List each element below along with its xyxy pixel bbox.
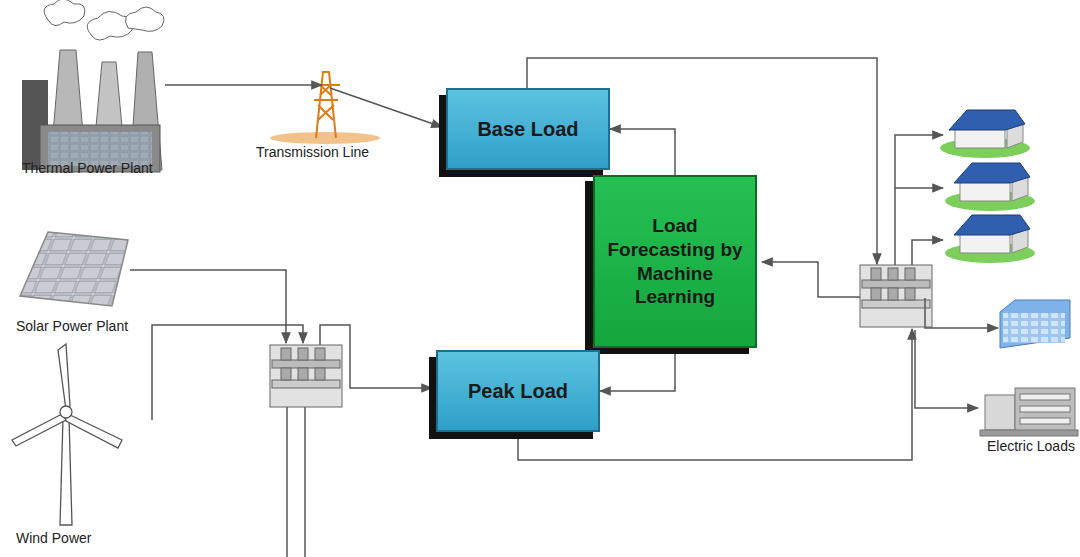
- forecast-connector: [610, 129, 675, 175]
- peak-load-box: Peak Load: [436, 350, 600, 432]
- left-busbar: [270, 345, 342, 407]
- forecast-connector: [600, 348, 675, 391]
- node-text: Base Load: [477, 117, 578, 142]
- node-text: Load Forecasting by Machine Learning: [605, 214, 745, 309]
- plant-label: Thermal Power Plant: [22, 160, 153, 176]
- tower-label: Transmission Line: [256, 144, 369, 160]
- base-load-box: Base Load: [446, 88, 610, 170]
- thermal-plant: [22, 0, 164, 172]
- loads-label: Electric Loads: [987, 438, 1075, 454]
- node-text: Peak Load: [468, 379, 568, 404]
- electric-machine: [980, 388, 1078, 436]
- right-busbar: [860, 265, 932, 327]
- wind-turbine: [12, 344, 122, 525]
- transmission-tower: [270, 72, 380, 144]
- wind-label: Wind Power: [16, 530, 91, 546]
- solar-label: Solar Power Plant: [16, 318, 128, 334]
- solar-panel: [20, 232, 128, 306]
- houses: [940, 110, 1035, 263]
- forecasting-box: Load Forecasting by Machine Learning: [593, 175, 757, 348]
- office-building: [1000, 300, 1070, 348]
